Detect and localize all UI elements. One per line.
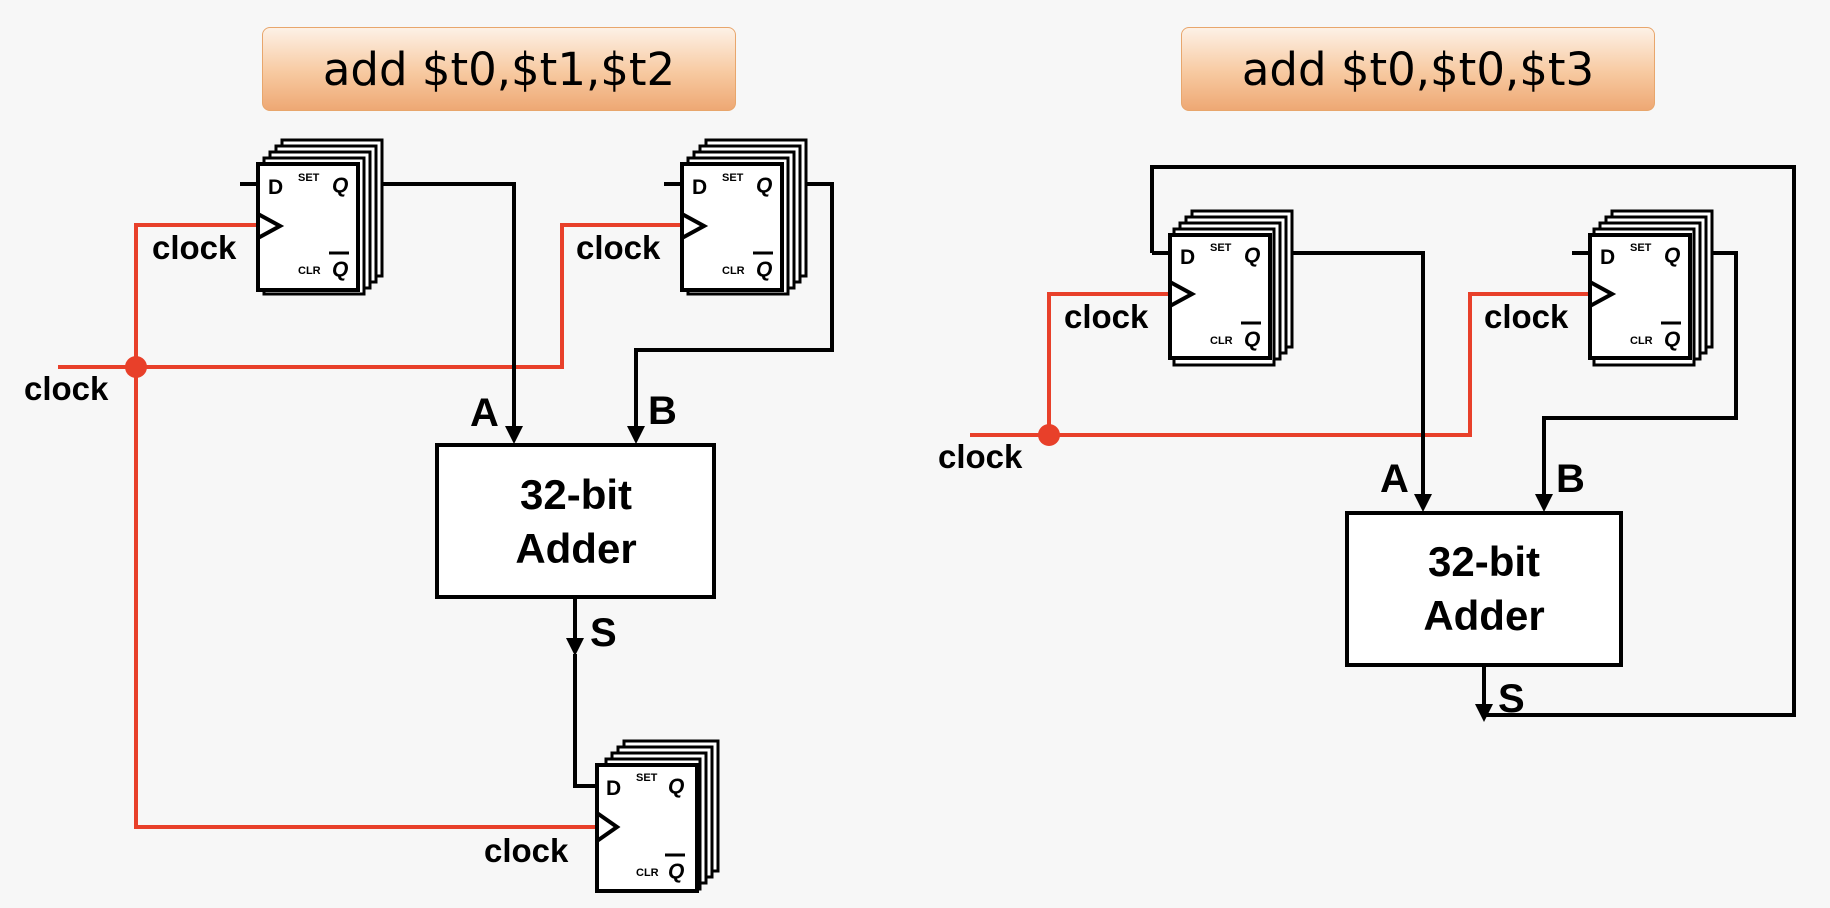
ff-clr-label: CLR <box>1210 335 1233 347</box>
left-register-result: D SET Q CLR Q clock <box>484 739 720 893</box>
left-clock-network <box>58 223 686 829</box>
instruction-banner-right: add $t0,$t0,$t3 <box>1181 27 1655 111</box>
clock-junction-dot <box>1038 424 1060 446</box>
clock-label: clock <box>152 229 237 266</box>
clock-input-label: clock <box>938 438 1023 475</box>
adder-label-line1: 32-bit <box>520 471 632 518</box>
clock-junction-dot <box>125 356 147 378</box>
adder-label-line2: Adder <box>515 525 636 572</box>
right-register-b: D SET Q CLR Q clock <box>1484 209 1714 367</box>
input-b-label: B <box>648 389 677 433</box>
ff-qbar-label: Q <box>1244 328 1260 351</box>
clock-label: clock <box>484 832 569 869</box>
ff-qbar-label: Q <box>756 258 772 281</box>
input-a-label: A <box>1380 457 1409 501</box>
ff-qbar-label: Q <box>332 258 348 281</box>
adder-label-line1: 32-bit <box>1428 538 1540 585</box>
left-register-a: D SET Q CLR Q clock <box>152 138 384 296</box>
right-clock-network <box>970 292 1590 446</box>
ff-q-label: Q <box>756 174 772 197</box>
instruction-banner-left: add $t0,$t1,$t2 <box>262 27 736 111</box>
ff-qbar-label: Q <box>668 860 684 883</box>
ff-set-label: SET <box>1210 242 1232 254</box>
right-adder: 32-bit Adder A B S <box>1345 457 1623 721</box>
output-s-label: S <box>1498 677 1525 721</box>
ff-set-label: SET <box>722 172 744 184</box>
input-a-label: A <box>470 391 499 435</box>
clock-label: clock <box>1064 298 1149 335</box>
clock-label: clock <box>1484 298 1569 335</box>
ff-qbar-label: Q <box>1664 328 1680 351</box>
ff-d-label: D <box>692 176 707 199</box>
left-register-b: D SET Q CLR Q clock <box>576 138 808 296</box>
ff-set-label: SET <box>636 772 658 784</box>
ff-d-label: D <box>1180 246 1195 269</box>
ff-set-label: SET <box>1630 242 1652 254</box>
ff-d-label: D <box>1600 246 1615 269</box>
ff-q-label: Q <box>1664 244 1680 267</box>
instruction-text-right: add $t0,$t0,$t3 <box>1241 42 1595 96</box>
adder-label-line2: Adder <box>1423 592 1544 639</box>
ff-q-label: Q <box>668 775 684 798</box>
left-adder: 32-bit Adder A B S <box>435 389 716 655</box>
ff-clr-label: CLR <box>298 265 321 277</box>
ff-clr-label: CLR <box>636 867 659 879</box>
instruction-text-left: add $t0,$t1,$t2 <box>322 42 676 96</box>
ff-q-label: Q <box>332 174 348 197</box>
ff-d-label: D <box>268 176 283 199</box>
ff-q-label: Q <box>1244 244 1260 267</box>
output-s-label: S <box>590 611 617 655</box>
ff-clr-label: CLR <box>1630 335 1653 347</box>
clock-label: clock <box>576 229 661 266</box>
ff-d-label: D <box>606 777 621 800</box>
ff-clr-label: CLR <box>722 265 745 277</box>
input-b-label: B <box>1556 457 1585 501</box>
right-register-a: D SET Q CLR Q clock <box>1064 209 1294 367</box>
ff-set-label: SET <box>298 172 320 184</box>
clock-input-label: clock <box>24 370 109 407</box>
